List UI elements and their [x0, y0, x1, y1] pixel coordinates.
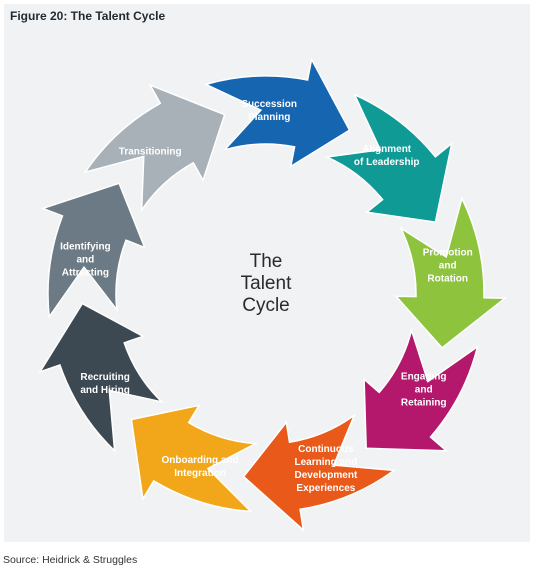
cycle-label-line: Planning — [248, 112, 290, 123]
cycle-arrow-6 — [38, 302, 165, 453]
cycle-label-line: Attracting — [62, 267, 109, 278]
cycle-arrow-5 — [130, 404, 259, 513]
cycle-label-line: Continuous — [298, 444, 354, 455]
cycle-label-line: Engaging — [401, 371, 447, 382]
cycle-label-line: Rotation — [427, 274, 468, 285]
cycle-label-line: and — [439, 261, 457, 272]
cycle-label-line: and — [77, 254, 95, 265]
cycle-label-line: Retaining — [401, 397, 447, 408]
cycle-arrow-2 — [394, 196, 508, 349]
cycle-label-8: Transitioning — [119, 147, 182, 158]
cycle-label-line: Learning and — [295, 457, 358, 468]
cycle-label-line: of Leadership — [354, 157, 420, 168]
source-note: Source: Heidrick & Struggles — [3, 554, 138, 566]
cycle-label-line: Alignment — [362, 144, 412, 155]
cycle-label-line: Identifying — [60, 241, 111, 252]
cycle-label-line: Transitioning — [119, 147, 182, 158]
cycle-segments — [38, 57, 508, 533]
cycle-arrow-3 — [363, 327, 479, 452]
cycle-label-line: Recruiting — [80, 372, 129, 383]
center-title-line: Cycle — [242, 295, 290, 316]
cycle-arrow-1 — [324, 93, 453, 223]
cycle-label-line: and — [415, 384, 433, 395]
cycle-arrow-4 — [242, 413, 397, 533]
cycle-label-line: Integration — [174, 468, 226, 479]
cycle-arrow-7 — [40, 182, 146, 319]
cycle-label-line: Development — [295, 470, 358, 481]
cycle-label-line: Experiences — [296, 483, 355, 494]
cycle-label-6: Recruiting and Hiring — [80, 372, 129, 396]
cycle-arrow-0 — [203, 57, 351, 168]
cycle-label-line: Promotion — [423, 248, 473, 259]
center-title-line: Talent — [241, 273, 292, 294]
cycle-label-line: and Hiring — [80, 385, 129, 396]
cycle-arrow-8 — [83, 83, 226, 213]
center-title-line: The — [250, 251, 283, 272]
cycle-label-line: Onboarding and — [161, 455, 238, 466]
cycle-label-line: Succession — [241, 99, 297, 110]
cycle-label-1: Alignment of Leadership — [354, 144, 420, 168]
figure-title: Figure 20: The Talent Cycle — [10, 9, 166, 23]
